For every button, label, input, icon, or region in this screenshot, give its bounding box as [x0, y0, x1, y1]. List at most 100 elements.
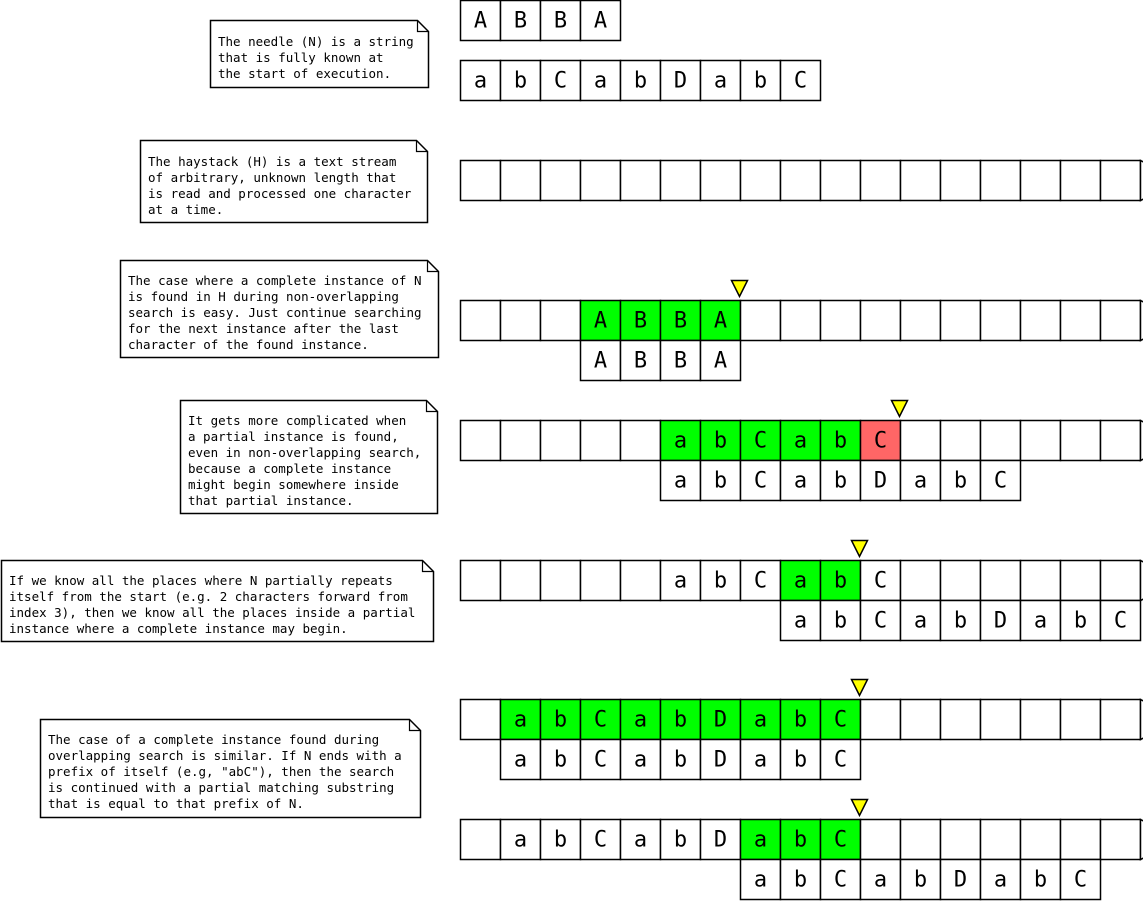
char-cell	[619, 738, 662, 781]
note-line: that is fully known at	[218, 50, 384, 65]
char-label: D	[674, 69, 687, 94]
char-cell	[779, 159, 822, 202]
char-cell	[779, 738, 822, 781]
note-line: The needle (N) is a string	[218, 34, 414, 49]
note-line: instance where a complete instance may b…	[9, 621, 348, 636]
char-cell	[819, 818, 862, 861]
char-cell	[939, 299, 982, 342]
char-label: b	[714, 569, 727, 594]
note-complete-instance-text: The case where a complete instance of N …	[128, 273, 429, 352]
char-cell	[579, 559, 622, 602]
char-cell	[659, 299, 702, 342]
char-cell	[579, 698, 622, 741]
char-cell	[939, 599, 982, 642]
char-label: C	[834, 828, 847, 853]
char-cell	[1019, 299, 1062, 342]
char-cell	[739, 858, 782, 901]
char-cell	[779, 299, 822, 342]
char-label: a	[754, 748, 767, 773]
stream-arrow	[1139, 419, 1143, 462]
haystack-empty	[459, 159, 1143, 202]
char-cell	[819, 159, 862, 202]
char-label: b	[554, 708, 567, 733]
char-cell	[499, 59, 542, 102]
char-cell	[459, 299, 502, 342]
char-cell	[619, 299, 662, 342]
char-label: C	[554, 69, 567, 94]
char-cell	[659, 459, 702, 502]
note-line: is read and processed one character	[148, 186, 412, 201]
char-label: B	[514, 9, 527, 34]
char-label: b	[674, 828, 687, 853]
char-cell	[979, 559, 1022, 602]
note-line: is continued with a partial matching sub…	[48, 780, 394, 795]
char-label: a	[514, 748, 527, 773]
char-cell	[859, 159, 902, 202]
char-label: C	[994, 469, 1007, 494]
note-line: that partial instance.	[188, 493, 354, 508]
char-cell	[979, 299, 1022, 342]
char-label: b	[834, 609, 847, 634]
char-label: C	[594, 828, 607, 853]
note-line: that is equal to that prefix of N.	[48, 796, 304, 811]
char-cell	[1099, 698, 1142, 741]
char-label: a	[1034, 609, 1047, 634]
char-cell	[579, 299, 622, 342]
char-cell	[619, 698, 662, 741]
char-cell	[459, 698, 502, 741]
char-label: a	[674, 469, 687, 494]
char-label: D	[874, 469, 887, 494]
stream-arrow	[1139, 559, 1143, 602]
char-label: a	[634, 748, 647, 773]
char-cell	[699, 59, 742, 102]
char-label: a	[474, 69, 487, 94]
char-cell	[1059, 559, 1102, 602]
char-label: B	[674, 349, 687, 374]
char-cell	[859, 299, 902, 342]
note-overlapping-search: The case of a complete instance found du…	[39, 718, 422, 819]
char-cell	[459, 0, 502, 42]
char-cell	[899, 599, 942, 642]
char-cell	[859, 698, 902, 741]
note-line: even in non-overlapping search,	[188, 445, 421, 460]
char-cell	[899, 299, 942, 342]
char-cell	[819, 599, 862, 642]
char-cell	[699, 738, 742, 781]
char-cell	[499, 738, 542, 781]
char-label: C	[594, 708, 607, 733]
char-cell	[499, 299, 542, 342]
char-cell	[619, 559, 662, 602]
char-cell	[699, 698, 742, 741]
char-cell	[459, 159, 502, 202]
char-cell	[699, 299, 742, 342]
char-label: b	[714, 429, 727, 454]
char-cell	[779, 59, 822, 102]
char-cell	[779, 599, 822, 642]
note-line: because a complete instance	[188, 461, 391, 476]
char-label: B	[634, 309, 647, 334]
char-cell	[1059, 159, 1102, 202]
char-label: a	[514, 708, 527, 733]
char-cell	[1099, 559, 1142, 602]
pointer-prefix-icon	[850, 539, 869, 559]
note-partial-repeats: If we know all the places where N partia…	[0, 559, 435, 643]
char-label: C	[1114, 609, 1127, 634]
char-cell	[499, 559, 542, 602]
char-cell	[659, 818, 702, 861]
char-label: D	[954, 868, 967, 893]
char-cell	[1099, 599, 1142, 642]
char-label: b	[834, 569, 847, 594]
note-line: The haystack (H) is a text stream	[148, 154, 396, 169]
char-cell	[859, 858, 902, 901]
char-label: a	[874, 868, 887, 893]
char-cell	[739, 159, 782, 202]
char-label: D	[714, 828, 727, 853]
char-cell	[899, 698, 942, 741]
